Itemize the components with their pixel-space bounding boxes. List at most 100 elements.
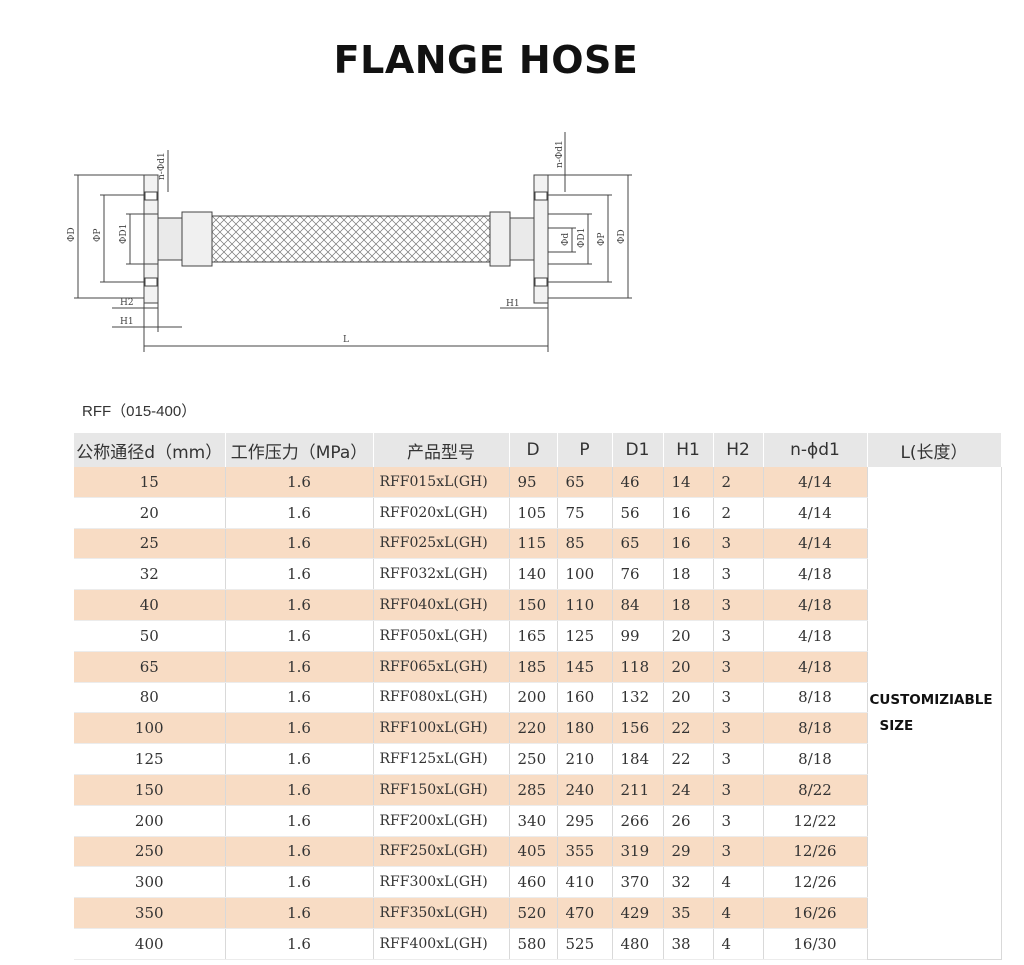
cell-D: 220 xyxy=(509,712,558,745)
label-right-D1: ΦD1 xyxy=(577,228,587,248)
cell-working-pressure: 1.6 xyxy=(225,866,374,899)
cell-nominal-diameter: 250 xyxy=(74,836,226,868)
cell-D1: 370 xyxy=(612,866,664,899)
cell-D: 580 xyxy=(509,928,558,960)
cell-H2: 3 xyxy=(713,743,764,775)
cell-P: 240 xyxy=(557,774,613,806)
cell-nominal-diameter: 32 xyxy=(74,558,226,591)
cell-D: 140 xyxy=(509,558,558,591)
cell-bolt-holes: 8/18 xyxy=(763,743,868,775)
cell-H1: 29 xyxy=(663,836,714,868)
cell-working-pressure: 1.6 xyxy=(225,774,374,806)
cell-P: 295 xyxy=(557,805,613,837)
cell-nominal-diameter: 50 xyxy=(74,620,226,652)
cell-H1: 14 xyxy=(663,467,714,498)
cell-model: RFF300xL(GH) xyxy=(373,866,510,899)
cell-nominal-diameter: 150 xyxy=(74,774,226,806)
cell-working-pressure: 1.6 xyxy=(225,497,374,529)
cell-nominal-diameter: 350 xyxy=(74,897,226,929)
cell-model: RFF050xL(GH) xyxy=(373,620,510,652)
cell-D: 200 xyxy=(509,682,558,714)
cell-H2: 3 xyxy=(713,774,764,806)
cell-bolt-holes: 12/26 xyxy=(763,866,868,899)
cell-D: 520 xyxy=(509,897,558,929)
cell-nominal-diameter: 65 xyxy=(74,651,226,683)
label-left-H2: H2 xyxy=(120,298,134,308)
cell-P: 410 xyxy=(557,866,613,899)
cell-model: RFF032xL(GH) xyxy=(373,558,510,591)
header-bolt-holes: n-ϕd1 xyxy=(763,433,868,467)
cell-D1: 132 xyxy=(612,682,664,714)
cell-H1: 26 xyxy=(663,805,714,837)
cell-H1: 24 xyxy=(663,774,714,806)
cell-D1: 118 xyxy=(612,651,664,683)
cell-D: 115 xyxy=(509,528,558,560)
cell-model: RFF200xL(GH) xyxy=(373,805,510,837)
label-right-H1: H1 xyxy=(506,299,520,309)
header-P: P xyxy=(557,433,613,467)
cell-bolt-holes: 16/26 xyxy=(763,897,868,929)
cell-H2: 3 xyxy=(713,558,764,591)
label-left-nd1: n-Φd1 xyxy=(157,152,167,180)
cell-D: 250 xyxy=(509,743,558,775)
cell-working-pressure: 1.6 xyxy=(225,712,374,745)
cell-working-pressure: 1.6 xyxy=(225,743,374,775)
cell-nominal-diameter: 400 xyxy=(74,928,226,960)
cell-working-pressure: 1.6 xyxy=(225,682,374,714)
header-H1: H1 xyxy=(663,433,714,467)
label-left-D1: ΦD1 xyxy=(119,224,129,244)
page-title: FLANGE HOSE xyxy=(333,38,639,82)
label-L: L xyxy=(343,335,349,345)
cell-P: 525 xyxy=(557,928,613,960)
cell-H1: 20 xyxy=(663,651,714,683)
cell-nominal-diameter: 20 xyxy=(74,497,226,529)
cell-model: RFF040xL(GH) xyxy=(373,589,510,621)
cell-nominal-diameter: 40 xyxy=(74,589,226,621)
cell-nominal-diameter: 15 xyxy=(74,467,226,498)
label-left-H1: H1 xyxy=(120,317,134,327)
cell-H1: 18 xyxy=(663,589,714,621)
header-working-pressure: 工作压力（MPa） xyxy=(225,433,374,467)
cell-D: 150 xyxy=(509,589,558,621)
label-right-D: ΦD xyxy=(617,229,627,244)
cell-D: 105 xyxy=(509,497,558,529)
cell-bolt-holes: 16/30 xyxy=(763,928,868,960)
label-right-nd1: n-Φd1 xyxy=(555,140,565,168)
cell-D1: 99 xyxy=(612,620,664,652)
cell-P: 85 xyxy=(557,528,613,560)
cell-D1: 211 xyxy=(612,774,664,806)
cell-H2: 2 xyxy=(713,467,764,498)
cell-H2: 3 xyxy=(713,528,764,560)
cell-bolt-holes: 4/18 xyxy=(763,620,868,652)
cell-working-pressure: 1.6 xyxy=(225,651,374,683)
length-note-line1: CUSTOMIZIABLE xyxy=(869,691,993,708)
cell-P: 180 xyxy=(557,712,613,745)
header-H2: H2 xyxy=(713,433,764,467)
cell-working-pressure: 1.6 xyxy=(225,805,374,837)
cell-working-pressure: 1.6 xyxy=(225,836,374,868)
cell-bolt-holes: 8/18 xyxy=(763,712,868,745)
right-flange xyxy=(533,174,549,304)
cell-D: 460 xyxy=(509,866,558,899)
cell-P: 125 xyxy=(557,620,613,652)
header-model: 产品型号 xyxy=(373,433,510,467)
label-right-P: ΦP xyxy=(597,233,607,246)
cell-bolt-holes: 4/18 xyxy=(763,589,868,621)
cell-model: RFF125xL(GH) xyxy=(373,743,510,775)
cell-D1: 84 xyxy=(612,589,664,621)
cell-P: 145 xyxy=(557,651,613,683)
cell-nominal-diameter: 125 xyxy=(74,743,226,775)
cell-H2: 4 xyxy=(713,897,764,929)
cell-nominal-diameter: 100 xyxy=(74,712,226,745)
cell-D1: 184 xyxy=(612,743,664,775)
cell-D1: 266 xyxy=(612,805,664,837)
